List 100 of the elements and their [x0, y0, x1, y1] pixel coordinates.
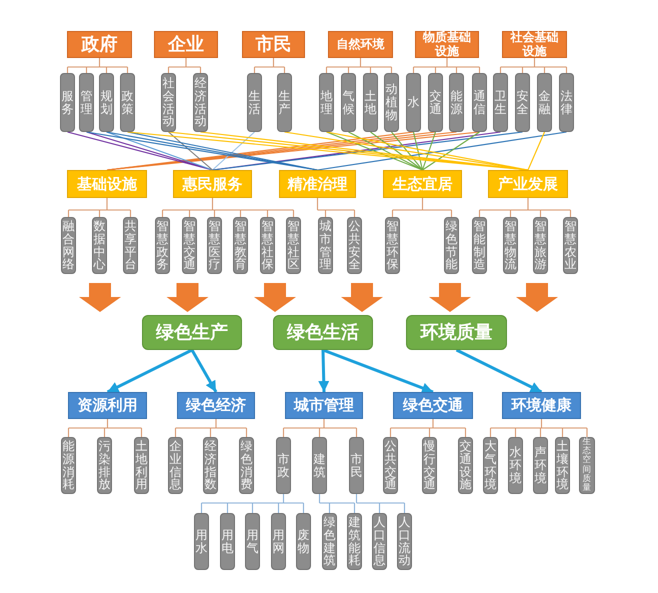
tag-box: 气候 — [341, 73, 356, 132]
arrow — [190, 349, 218, 393]
tag-box: 经济指数 — [203, 437, 218, 494]
tag-box: 规划 — [99, 73, 114, 132]
connector-line — [422, 132, 480, 170]
tree-connector — [316, 197, 356, 218]
tree-connector — [500, 57, 568, 74]
tag-box: 金融 — [537, 73, 552, 132]
header-box: 企业 — [154, 31, 218, 58]
tag-box: 通信 — [472, 73, 487, 132]
tag-box: 智能制造 — [472, 217, 487, 274]
block-arrow — [254, 283, 296, 312]
tag-box: 生态空间质量 — [579, 437, 595, 494]
tree-connector — [66, 57, 128, 74]
tree-connector — [174, 418, 248, 438]
block-arrow — [341, 283, 383, 312]
tag-box: 共享平台 — [123, 217, 138, 274]
header-box: 物质基础设施 — [415, 31, 479, 58]
topic-box: 城市管理 — [285, 392, 363, 419]
tag-box: 建筑 — [312, 437, 327, 494]
arrow — [322, 348, 434, 394]
connector-line — [317, 131, 567, 171]
tag-box: 绿色节能 — [444, 217, 459, 274]
block-arrow — [516, 283, 558, 312]
section-box: 基础设施 — [67, 170, 147, 198]
tag-box: 智慧政务 — [155, 217, 170, 274]
tag-box: 生产 — [277, 73, 292, 132]
section-box: 产业发展 — [488, 170, 568, 198]
tag-box: 绿色建筑 — [322, 513, 337, 570]
tag-box: 用电 — [220, 513, 235, 570]
connector-line — [168, 132, 213, 170]
tag-box: 用网 — [271, 513, 286, 570]
tag-box: 智慧交通 — [182, 217, 197, 274]
tag-box: 土壤环境 — [555, 437, 570, 494]
tag-box: 人口流动 — [397, 513, 412, 570]
tree-connector — [390, 418, 466, 438]
result-box: 绿色生活 — [273, 315, 373, 350]
connector-line — [528, 132, 545, 170]
tree-connector — [254, 57, 286, 74]
tag-box: 城市管理 — [318, 217, 333, 274]
tag-box: 公共交通 — [383, 437, 398, 494]
tag-box: 动植物 — [384, 73, 399, 132]
header-box: 市民 — [242, 31, 305, 58]
tag-box: 智慧旅游 — [533, 217, 548, 274]
tag-box: 企业信息 — [168, 437, 183, 494]
result-box: 环境质量 — [406, 315, 507, 350]
tree-connector — [412, 57, 480, 74]
block-arrow — [166, 283, 208, 312]
tag-box: 公共安全 — [347, 217, 362, 274]
tag-box: 智慧物流 — [503, 217, 518, 274]
tag-box: 数据中心 — [92, 217, 107, 274]
tag-box: 慢行交通 — [422, 437, 437, 494]
tag-box: 建筑能耗 — [347, 513, 362, 570]
tag-box: 经济活动 — [193, 73, 208, 132]
topic-box: 资源利用 — [68, 392, 147, 419]
tree-connector — [478, 197, 572, 218]
tag-box: 用水 — [194, 513, 209, 570]
tree-connector — [326, 57, 392, 74]
tag-box: 污染排放 — [97, 437, 112, 494]
result-box: 绿色生产 — [142, 315, 242, 350]
tag-box: 服务 — [60, 73, 75, 132]
tag-box: 水 — [406, 73, 421, 132]
connector-line — [391, 132, 423, 170]
tag-box: 能源 — [449, 73, 464, 132]
topic-box: 绿色经济 — [177, 392, 255, 419]
tag-box: 智慧医疗 — [207, 217, 222, 274]
tree-connector — [318, 493, 356, 514]
tree-connector — [162, 197, 294, 218]
tag-box: 交通 — [428, 73, 443, 132]
header-box: 自然环境 — [328, 31, 393, 58]
tag-box: 智慧教育 — [233, 217, 248, 274]
connector-line — [326, 131, 528, 171]
block-arrow — [79, 283, 121, 312]
arrow — [318, 350, 330, 392]
tag-box: 土地利用 — [134, 437, 149, 494]
tag-box: 能源消耗 — [61, 437, 76, 494]
topic-box: 环境健康 — [502, 392, 581, 419]
tag-box: 智慧社区 — [286, 217, 301, 274]
tree-connector — [200, 493, 304, 514]
tag-box: 社会活动 — [161, 73, 176, 132]
tag-box: 地理 — [319, 73, 334, 132]
connector-line — [348, 132, 423, 170]
tag-box: 水环境 — [508, 437, 523, 494]
tag-box: 法律 — [559, 73, 574, 132]
section-box: 生态宜居 — [383, 170, 462, 198]
arrow — [106, 348, 193, 394]
tag-box: 市政 — [276, 437, 291, 494]
tag-box: 卫生 — [493, 73, 508, 132]
tag-box: 用气 — [245, 513, 260, 570]
tag-box: 融合网络 — [61, 217, 76, 274]
tag-box: 智慧环保 — [385, 217, 400, 274]
section-box: 惠民服务 — [173, 170, 252, 198]
tag-box: 废物 — [296, 513, 311, 570]
tag-box: 生活 — [247, 73, 262, 132]
section-box: 精准治理 — [279, 170, 356, 198]
tree-connector — [168, 57, 202, 74]
tree-connector — [356, 493, 406, 514]
tree-connector — [68, 418, 142, 438]
tree-connector — [68, 197, 132, 218]
tag-box: 绿色消费 — [239, 437, 254, 494]
